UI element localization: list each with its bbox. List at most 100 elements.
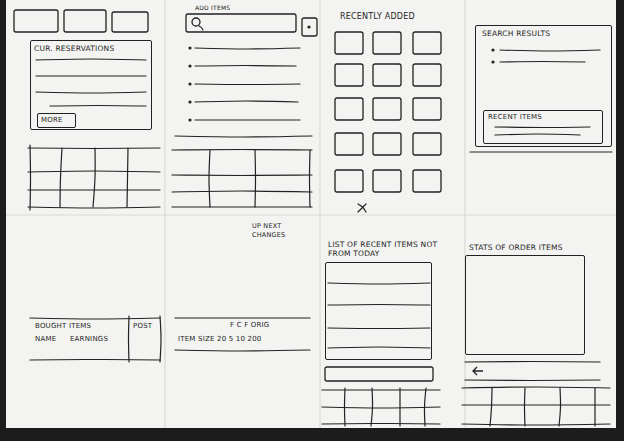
wireframe-panel: CUR. RESERVATIONS MORE: [30, 40, 152, 130]
sketch-box: [112, 12, 148, 32]
sketch-line: [490, 388, 492, 426]
sketch-note: UP NEXT CHANGES: [252, 222, 296, 240]
sketch-box: [413, 32, 441, 54]
bullet-dot: [491, 48, 494, 51]
sketch-line: [465, 379, 600, 381]
paper-fold: [164, 0, 165, 428]
sketch-line: [36, 92, 146, 93]
sketch-box: [302, 18, 317, 36]
paper-sheet: [6, 0, 616, 428]
bullet-dot: [188, 100, 191, 103]
sketch-line: [28, 147, 160, 149]
sketch-line: [172, 206, 312, 207]
sketch-box: [413, 64, 441, 86]
sketch-line: [500, 50, 600, 51]
wireframe-panel: STATS OF ORDER ITEMS: [465, 255, 585, 355]
sketch-box: [413, 133, 441, 155]
search-icon: [192, 18, 200, 26]
sketch-line: [328, 304, 430, 306]
sketch-box: [64, 10, 106, 32]
sketch-box: [335, 133, 363, 155]
panel-heading: RECENT ITEMS: [488, 113, 598, 122]
arrow-icon: [473, 367, 483, 375]
panel-heading: SEARCH RESULTS: [482, 29, 606, 38]
sketch-line: [358, 204, 366, 212]
sketch-line: [309, 150, 311, 207]
sketch-line: [175, 317, 310, 318]
paper-fold: [6, 214, 616, 215]
bullet-dot: [188, 82, 191, 85]
bullet-dot: [188, 118, 191, 121]
sketch-line: [199, 26, 203, 30]
sketch-line: [495, 126, 590, 128]
sketch-line: [371, 388, 373, 426]
sketch-line: [254, 150, 256, 207]
sketch-box: [373, 98, 401, 120]
sketch-line: [465, 361, 600, 363]
sketch-line: [36, 59, 146, 60]
sketch-line: [594, 388, 595, 426]
sketch-box: [373, 32, 401, 54]
sketch-box: [14, 10, 58, 32]
sketch-line: [128, 316, 130, 362]
sketch-line: [328, 283, 430, 284]
bullet-dot: [491, 60, 494, 63]
panel-heading: MORE: [41, 116, 73, 125]
sketch-line: [195, 48, 300, 49]
wireframe-panel: LIST OF RECENT ITEMS NOT FROM TODAY: [325, 262, 432, 360]
sketch-box: [335, 98, 363, 120]
wireframe-panel: MORE: [37, 113, 76, 128]
sketch-line: [462, 424, 610, 425]
sketch-line: [30, 318, 160, 319]
sketch-box: [325, 367, 433, 381]
sketch-line: [175, 136, 312, 137]
sketch-line: [500, 61, 585, 63]
sketch-line: [399, 388, 400, 426]
panel-heading: CUR. RESERVATIONS: [34, 44, 148, 53]
sketch-line: [60, 148, 62, 207]
sketch-note: POST: [133, 322, 152, 331]
bullet-dot: [307, 25, 310, 28]
sketch-note: NAME: [35, 335, 56, 344]
sketch-box: [335, 170, 363, 192]
sketch-line: [470, 151, 612, 152]
sketch-line: [172, 174, 312, 176]
sketch-line: [328, 327, 430, 329]
sketch-line: [36, 75, 146, 76]
sketch-line: [93, 148, 95, 207]
sketch-box: [335, 32, 363, 54]
sketch-line: [424, 388, 426, 426]
sketch-box: [413, 170, 441, 192]
panel-heading: LIST OF RECENT ITEMS NOT FROM TODAY: [328, 240, 458, 258]
sketch-box: [373, 170, 401, 192]
panel-heading: STATS OF ORDER ITEMS: [469, 243, 609, 252]
sketch-line: [172, 149, 312, 151]
bullet-dot: [188, 64, 191, 67]
sketch-line: [195, 101, 298, 102]
sketch-line: [524, 388, 526, 426]
sketch-line: [28, 171, 160, 172]
sketch-line: [29, 145, 31, 210]
bullet-dot: [188, 46, 191, 49]
sketch-line: [172, 191, 312, 192]
sketch-box: [335, 64, 363, 86]
paper-fold: [464, 0, 465, 428]
sketch-line: [495, 134, 580, 135]
sketch-line: [328, 347, 430, 348]
sketch-line: [209, 150, 210, 207]
sketch-note: EARNINGS: [70, 335, 108, 344]
sketch-line: [127, 148, 128, 207]
paper-fold: [319, 0, 320, 428]
sketch-line: [358, 204, 366, 212]
sketch-line: [175, 350, 310, 351]
sketch-note: BOUGHT ITEMS: [35, 322, 91, 331]
wireframe-panel: RECENT ITEMS: [483, 110, 603, 144]
sketch-line: [559, 388, 561, 426]
sketch-note: ITEM SIZE 20 5 10 200: [178, 335, 261, 344]
sketch-line: [322, 407, 440, 408]
sketch-line: [462, 404, 610, 405]
sketch-note: F C F ORIG: [230, 321, 269, 330]
wireframe-panel: SEARCH RESULTS RECENT ITEMS: [475, 25, 612, 147]
